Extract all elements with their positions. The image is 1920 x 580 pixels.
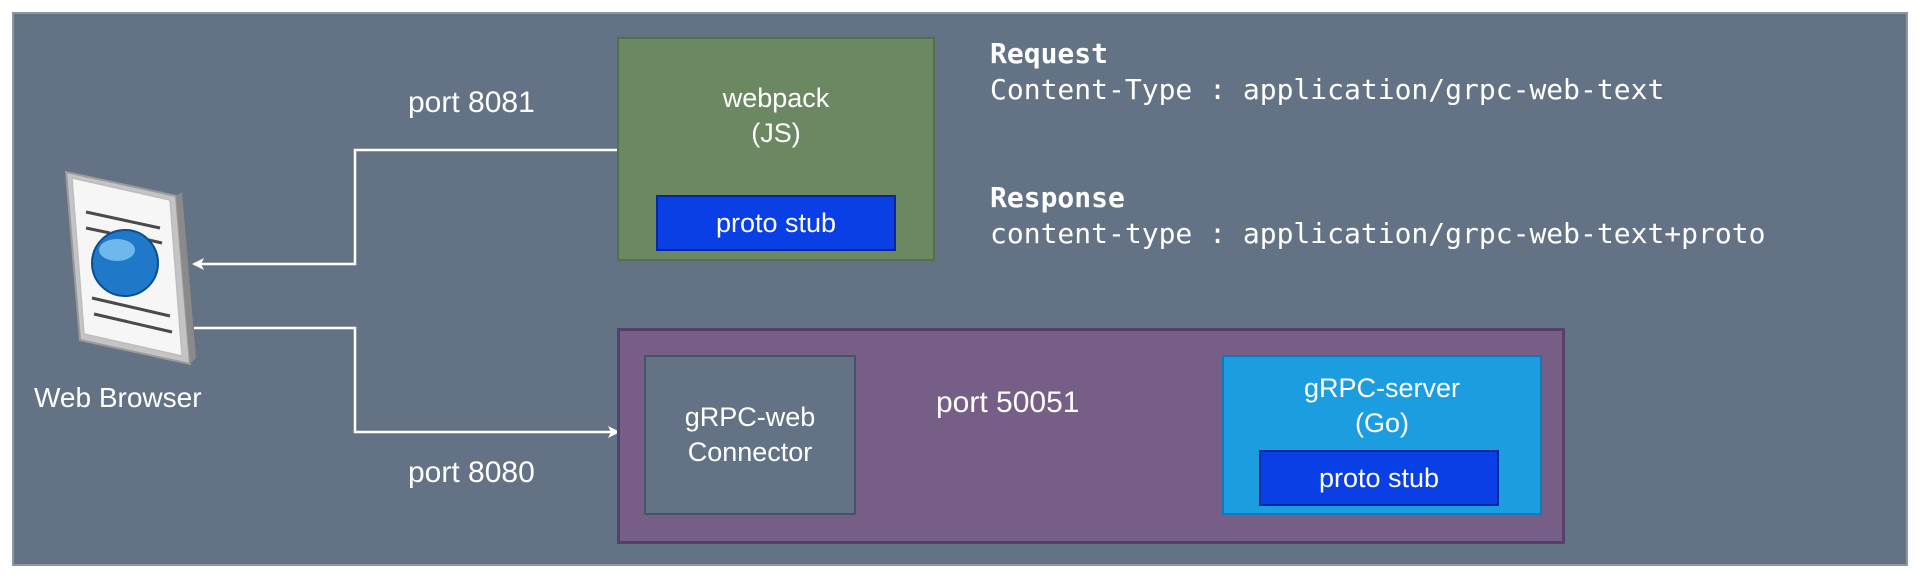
edge-label-port-8081: port 8081 bbox=[408, 86, 535, 119]
server-proto-stub: proto stub bbox=[1259, 450, 1499, 506]
response-heading: Response bbox=[990, 181, 1125, 214]
request-heading: Request bbox=[990, 37, 1109, 70]
grpc-web-connector-node: gRPC-web Connector bbox=[644, 355, 856, 515]
request-content-type: Content-Type : application/grpc-web-text bbox=[990, 73, 1665, 107]
response-content-type: content-type : application/grpc-web-text… bbox=[990, 217, 1766, 251]
webpack-title: webpack bbox=[722, 83, 830, 113]
connector-subtitle: Connector bbox=[687, 437, 813, 467]
edge-label-port-8080: port 8080 bbox=[408, 456, 535, 489]
response-note: Response content-type : application/grpc… bbox=[990, 180, 1765, 253]
webpack-proto-stub: proto stub bbox=[656, 195, 896, 251]
edge-label-port-50051: port 50051 bbox=[936, 386, 1080, 419]
server-subtitle: (Go) bbox=[1355, 408, 1409, 439]
connector-title: gRPC-web bbox=[684, 401, 816, 432]
request-note: Request Content-Type : application/grpc-… bbox=[990, 36, 1664, 109]
webpack-subtitle: (JS) bbox=[751, 118, 801, 149]
server-title: gRPC-server bbox=[1303, 373, 1461, 403]
web-browser-label: Web Browser bbox=[34, 382, 202, 413]
